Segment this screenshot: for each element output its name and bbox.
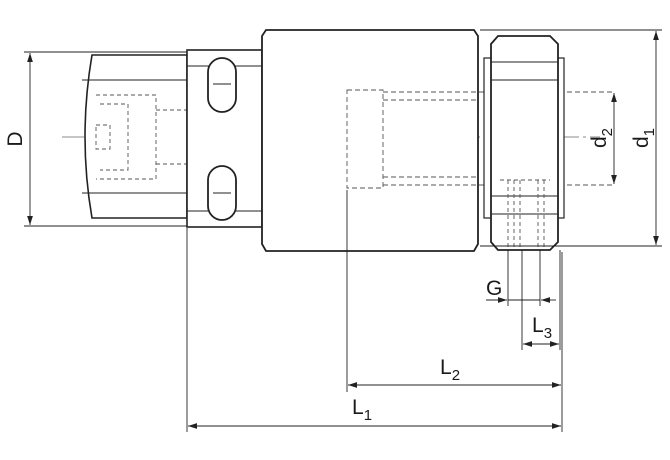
drive-keys	[207, 57, 237, 221]
dimension-G	[486, 250, 556, 306]
label-d2: d2	[588, 128, 616, 148]
label-D: D	[4, 131, 27, 146]
dimension-L2	[346, 190, 563, 432]
thread-hidden-lines	[500, 179, 550, 250]
label-G: G	[486, 277, 502, 300]
label-L1: L1	[352, 396, 372, 424]
label-L3: L3	[532, 314, 552, 342]
collet-nose	[82, 54, 188, 219]
clamping-nut	[483, 35, 565, 251]
dimension-d1	[480, 29, 662, 247]
label-d1: d1	[630, 128, 658, 148]
dimension-D	[24, 51, 187, 227]
main-body	[261, 29, 479, 252]
dimension-L1	[186, 228, 561, 432]
dimension-L3	[521, 250, 561, 350]
label-L2: L2	[440, 356, 460, 384]
